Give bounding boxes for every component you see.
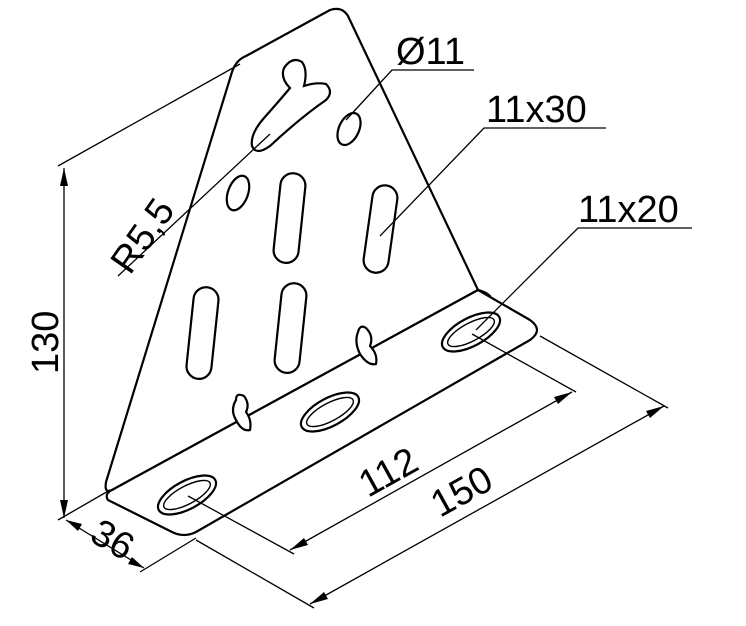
leader-slot-vertical — [379, 127, 606, 237]
dim-spacing-ext-right — [471, 333, 577, 393]
arrow-depth-b — [128, 557, 144, 568]
dim-spacing-ext-left — [187, 495, 295, 555]
rib-left — [231, 393, 252, 432]
vertical-slot-right — [362, 184, 399, 274]
rib-right — [355, 325, 378, 366]
arrow-length-left — [310, 592, 328, 604]
arrow-height-bottom — [60, 500, 68, 518]
base-slot-right — [440, 311, 502, 353]
base-plate-edge — [476, 288, 492, 298]
dim-height-ext-bottom — [57, 489, 111, 521]
leader-slot-base — [475, 227, 692, 331]
label-hole-spacing: 112 — [352, 440, 425, 506]
label-slot-base: 11x20 — [578, 189, 679, 231]
arrow-depth-a — [66, 520, 82, 531]
arrow-length-right — [646, 406, 664, 418]
dim-depth-ext — [139, 537, 197, 573]
leader-radius — [117, 133, 271, 277]
arrow-spacing-left — [290, 538, 308, 550]
dim-spacing-line — [289, 391, 573, 551]
vertical-slot-left — [185, 286, 220, 380]
label-slot-vertical: 11x30 — [486, 89, 587, 131]
dim-height-ext-top — [57, 63, 241, 167]
round-hole-left — [225, 174, 251, 212]
label-diameter: Ø11 — [396, 31, 465, 73]
label-height: 130 — [25, 311, 67, 374]
dim-length-line — [309, 405, 665, 605]
vertical-slot-center-top — [272, 172, 307, 264]
leader-dia — [345, 69, 474, 121]
arrow-spacing-right — [554, 392, 572, 404]
keyhole-slot — [250, 58, 332, 153]
arrow-height-top — [60, 168, 68, 186]
base-slot-center — [299, 391, 361, 433]
vertical-slot-center-bottom — [273, 282, 308, 374]
dim-length-ext-right — [539, 335, 669, 409]
round-hole-top-right — [336, 111, 362, 147]
dim-length-ext-left — [195, 539, 315, 609]
base-slot-left — [156, 474, 218, 516]
